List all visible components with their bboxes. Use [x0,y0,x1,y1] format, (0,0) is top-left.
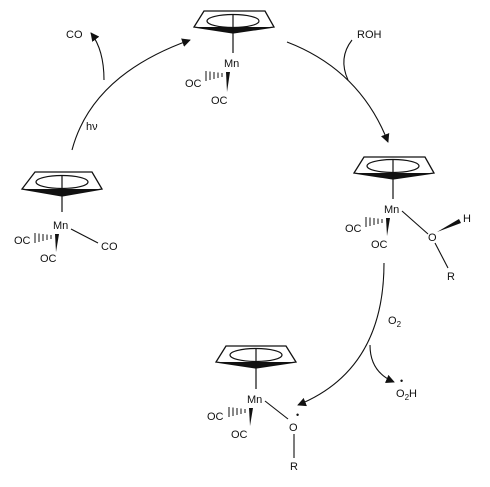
hydroperoxyl-label: O2H [396,388,417,402]
oxygen-r-bond [434,242,449,269]
carbonyl-label: OC [14,235,31,247]
hashed-bond [205,71,223,81]
r-group-label: R [447,271,455,283]
arrow-co-release [90,32,105,81]
carbonyl-label: OC [345,223,362,235]
metal-label: Mn [384,204,399,216]
wedge-bond [386,218,390,236]
reaction-labels: CO hν ROH O2 • O2H [66,29,417,402]
oxygen-label: O [289,422,298,434]
co-release-label: CO [66,29,83,41]
single-bond [70,228,99,244]
hydroperoxyl-o: O [396,388,405,400]
complex-alkoxyl-radical: Mn OC OC O • R [207,345,299,473]
metal-label: Mn [224,58,239,70]
carbonyl-label: OC [185,78,202,90]
arrow-alcohol-addition [286,41,390,143]
hydroperoxyl-subscript: 2 [405,393,410,402]
hydroperoxyl-dot: • [400,376,403,386]
hashed-bond [365,217,383,227]
arrow-hydroperoxyl-release [369,344,395,384]
radical-dot: • [296,410,299,420]
photolysis-label: hν [86,121,98,133]
arrow-photolysis [71,38,191,151]
hashed-bond [228,407,246,417]
cp-ring-wedge [194,27,274,33]
mn-oxygen-bond [264,400,289,420]
oxygen-symbol: O [388,315,397,327]
wedge-bond [55,234,59,252]
carbonyl-label: OC [371,239,388,251]
alcohol-label: ROH [357,29,382,41]
metal-label: Mn [53,220,68,232]
complex-cpmn-dicarbonyl: Mn OC OC [185,10,276,107]
mn-oxygen-bond [401,210,429,235]
oxygen-subscript: 2 [397,320,402,329]
oxygen-label: O [428,232,437,244]
r-group-label: R [290,461,298,473]
cp-ring-wedge [354,173,434,179]
carbonyl-label: CO [101,241,118,253]
hydroperoxyl-h: H [409,388,417,400]
carbonyl-label: OC [207,411,224,423]
cycle-arrows [71,32,395,407]
complex-alcohol-adduct: Mn OC OC O H R [345,156,471,283]
carbonyl-label: OC [211,95,228,107]
carbonyl-label: OC [40,253,57,265]
hashed-bond [34,233,52,243]
wedge-bond [226,72,230,92]
oxygen-reagent-label: O2 [388,315,402,329]
arrow-alcohol-entry [343,39,353,81]
wedge-bond [437,219,461,232]
wedge-bond [249,408,253,426]
complex-cpmn-tricarbonyl: Mn OC OC CO [14,171,118,265]
metal-label: Mn [247,394,262,406]
carbonyl-label: OC [231,429,248,441]
hydrogen-label: H [463,213,471,225]
arrow-oxygen-reaction [297,262,385,407]
